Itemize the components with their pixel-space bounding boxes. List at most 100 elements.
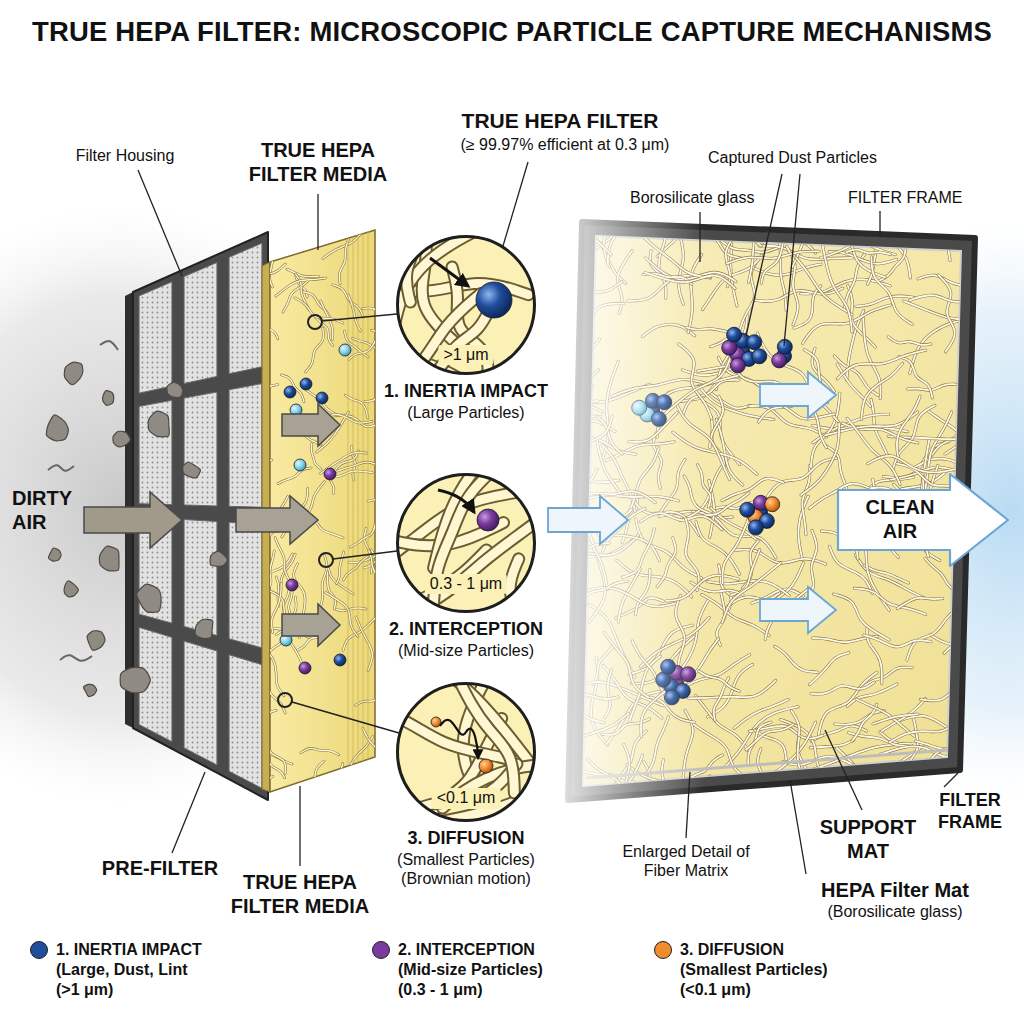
mesh-cell	[229, 384, 262, 508]
fiber-core	[356, 773, 388, 784]
dirty-air-haze	[0, 205, 390, 805]
fiber	[856, 296, 915, 306]
fiber-outline	[847, 418, 900, 484]
particle	[294, 459, 306, 471]
fiber	[301, 748, 339, 754]
fiber-core	[709, 392, 750, 408]
fiber-core	[897, 396, 920, 461]
fiber-core	[889, 722, 956, 743]
magnified-circle: 0.3 - 1 μm2. INTERCEPTION(Mid-size Parti…	[396, 473, 536, 613]
fiber-core	[846, 250, 890, 255]
fiber	[868, 456, 959, 473]
mesh-cell	[139, 400, 172, 504]
fiber-outline	[727, 217, 762, 246]
fiber	[307, 761, 324, 802]
size-label-holder: <0.1 μm	[432, 788, 501, 809]
fiber	[368, 494, 392, 501]
fiber	[372, 330, 403, 345]
media-fibers	[235, 214, 405, 808]
fiber-outline	[868, 456, 959, 473]
fiber-core	[907, 607, 959, 661]
fiber-core	[855, 588, 926, 614]
fiber-outline	[829, 768, 872, 793]
fiber	[386, 514, 392, 549]
fiber-core	[727, 217, 762, 246]
fiber-core	[728, 778, 787, 817]
media-pleats	[348, 200, 368, 800]
fiber-outline	[268, 242, 313, 250]
fiber-outline	[323, 234, 361, 259]
fiber-core	[344, 214, 368, 232]
detail-leader	[333, 551, 397, 559]
magnified-view	[306, 373, 615, 683]
fiber	[235, 385, 278, 401]
clean-air-arrow-group	[838, 474, 1008, 566]
magnified-circle: <0.1 μm3. DIFFUSION(Smallest Particles)(…	[396, 682, 536, 822]
fiber	[348, 295, 360, 331]
fiber	[271, 583, 281, 632]
fiber-core	[716, 419, 742, 485]
mesh-cell	[184, 641, 217, 765]
mechanism-caption: 2. INTERCEPTION(Mid-size Particles)	[346, 619, 586, 660]
fiber	[267, 651, 284, 696]
fiber	[798, 737, 833, 824]
particle	[286, 579, 298, 591]
fiber-outline	[306, 328, 324, 372]
pleat-line	[358, 200, 359, 800]
mesh-cell	[229, 522, 262, 648]
fiber-core	[886, 769, 948, 797]
lint-strand	[60, 655, 92, 661]
fiber-outline	[837, 350, 925, 379]
fiber-core	[386, 514, 392, 549]
label-holder: Borosilicate glass	[630, 188, 800, 207]
fiber-core	[307, 761, 324, 802]
leader-lines	[138, 162, 958, 874]
fiber-core	[383, 315, 387, 366]
fiber	[775, 646, 818, 672]
fiber	[266, 692, 268, 718]
fiber	[276, 278, 326, 296]
fiber	[873, 714, 918, 724]
fiber-core	[240, 460, 272, 466]
fiber	[908, 384, 956, 390]
detail-leader	[322, 314, 397, 321]
fiber-strands	[235, 214, 405, 808]
fiber	[889, 722, 956, 743]
fiber-core	[275, 538, 289, 580]
fiber-outline	[897, 598, 942, 609]
dust-particle	[210, 551, 227, 566]
fiber-outline	[845, 254, 865, 309]
fiber-core	[722, 513, 750, 583]
leader-line	[784, 174, 800, 346]
fiber	[847, 418, 900, 484]
fiber-core	[908, 384, 956, 390]
clean-air-arrow	[838, 474, 1008, 566]
fiber	[829, 768, 872, 793]
fiber	[727, 251, 819, 263]
fiber-core	[768, 458, 837, 496]
size-range: >1 μm	[438, 345, 493, 366]
fiber-core	[301, 748, 339, 754]
mesh-cell	[184, 262, 217, 383]
fiber-core	[256, 324, 278, 339]
mesh-cell	[229, 655, 262, 789]
title-holder: TRUE HEPA FILTER: MICROSCOPIC PARTICLE C…	[0, 16, 1024, 49]
dust-particle	[148, 411, 169, 437]
fiber-outline	[940, 220, 993, 240]
detail-label: Enlarged Detail of Fiber Matrix	[616, 842, 756, 880]
fiber-core	[350, 737, 373, 778]
particle	[339, 344, 351, 356]
fiber	[343, 556, 367, 580]
fiber	[837, 350, 925, 379]
fiber	[952, 652, 978, 688]
fiber-outline	[327, 572, 335, 609]
fiber	[931, 635, 997, 670]
fiber-core	[368, 494, 392, 501]
fiber	[250, 710, 276, 730]
fiber	[278, 468, 311, 484]
label-holder: (Borosilicate glass)	[790, 902, 1000, 921]
legend-text: 2. INTERCEPTION (Mid-size Particles) (0.…	[398, 940, 554, 1000]
fiber-outline	[856, 296, 915, 306]
mechanism-name: 1. INERTIA IMPACT	[346, 381, 586, 403]
fiber-outline	[248, 246, 266, 282]
